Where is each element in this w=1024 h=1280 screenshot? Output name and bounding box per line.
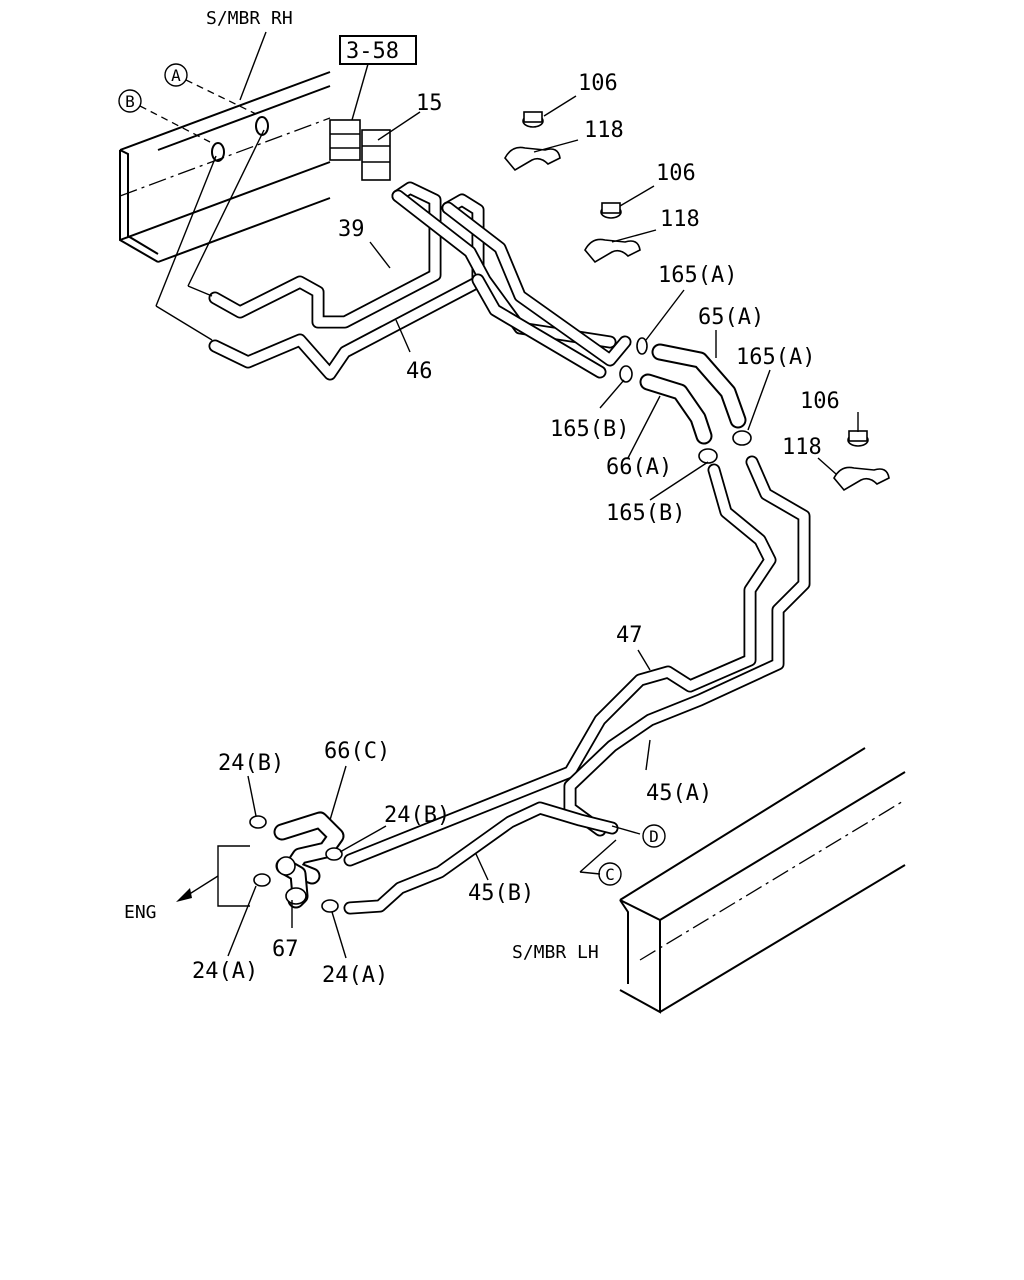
part-labels: S/MBR RH 3-58 15 106 118 106 118 39 165(… xyxy=(124,8,840,988)
label-118-c: 118 xyxy=(782,435,822,460)
pipe-45b xyxy=(343,801,619,915)
hose-67 xyxy=(275,856,309,909)
ref-box xyxy=(339,35,417,65)
marker-b: B xyxy=(118,89,142,113)
marker-b-text: B xyxy=(125,92,135,111)
label-165a-2: 165(A) xyxy=(736,345,815,370)
hose-66a xyxy=(639,373,713,445)
label-67: 67 xyxy=(272,937,299,962)
clamp-165b-2 xyxy=(698,448,718,464)
label-45a: 45(A) xyxy=(646,781,712,806)
clamp-24a-1 xyxy=(253,873,271,887)
label-165a-1: 165(A) xyxy=(658,263,737,288)
label-46: 46 xyxy=(406,359,433,384)
label-smbr-lh: S/MBR LH xyxy=(512,942,599,963)
label-smbr-rh: S/MBR RH xyxy=(206,8,293,29)
marker-c-text: C xyxy=(605,865,615,884)
marker-c: C xyxy=(598,862,622,886)
label-106-b: 106 xyxy=(656,161,696,186)
label-66c: 66(C) xyxy=(324,739,390,764)
marker-d: D xyxy=(642,824,666,848)
label-65a: 65(A) xyxy=(698,305,764,330)
side-member-lh xyxy=(619,747,906,1014)
clamp-165a-2 xyxy=(732,430,752,446)
label-106-c: 106 xyxy=(800,389,840,414)
clamp-24b-1 xyxy=(249,815,267,829)
label-66a: 66(A) xyxy=(606,455,672,480)
label-24b-2: 24(B) xyxy=(384,803,450,828)
marker-a: A xyxy=(164,63,188,87)
hose-65a xyxy=(651,343,747,429)
label-24b-1: 24(B) xyxy=(218,751,284,776)
clip-15 xyxy=(329,119,391,181)
label-47: 47 xyxy=(616,623,643,648)
leader-lines xyxy=(139,31,859,959)
nut-bracket-a xyxy=(504,111,561,172)
label-24a-2: 24(A) xyxy=(322,963,388,988)
side-member-rh xyxy=(119,71,331,263)
label-118-b: 118 xyxy=(660,207,700,232)
pipe-47 xyxy=(343,463,777,867)
clamp-165b-1 xyxy=(619,365,633,383)
label-15: 15 xyxy=(416,91,443,116)
pipe-39 xyxy=(208,181,442,329)
marker-d-text: D xyxy=(649,827,659,846)
pipe-45a xyxy=(563,455,811,837)
label-39: 39 xyxy=(338,217,365,242)
nut-bracket-c xyxy=(833,430,890,492)
clamp-165a-1 xyxy=(636,337,648,355)
clamp-24a-2 xyxy=(321,899,339,913)
marker-a-text: A xyxy=(171,66,181,85)
pipe-46 xyxy=(208,193,485,381)
pipe-upper-run xyxy=(391,189,632,379)
label-24a-1: 24(A) xyxy=(192,959,258,984)
nut-bracket-b xyxy=(584,202,641,264)
label-ref-box: 3-58 xyxy=(346,39,399,64)
label-eng: ENG xyxy=(124,902,157,923)
label-118-a: 118 xyxy=(584,118,624,143)
label-45b: 45(B) xyxy=(468,881,534,906)
label-165b-2: 165(B) xyxy=(606,501,685,526)
label-106-a: 106 xyxy=(578,71,618,96)
clamp-24b-2 xyxy=(325,847,343,861)
label-165b-1: 165(B) xyxy=(550,417,629,442)
